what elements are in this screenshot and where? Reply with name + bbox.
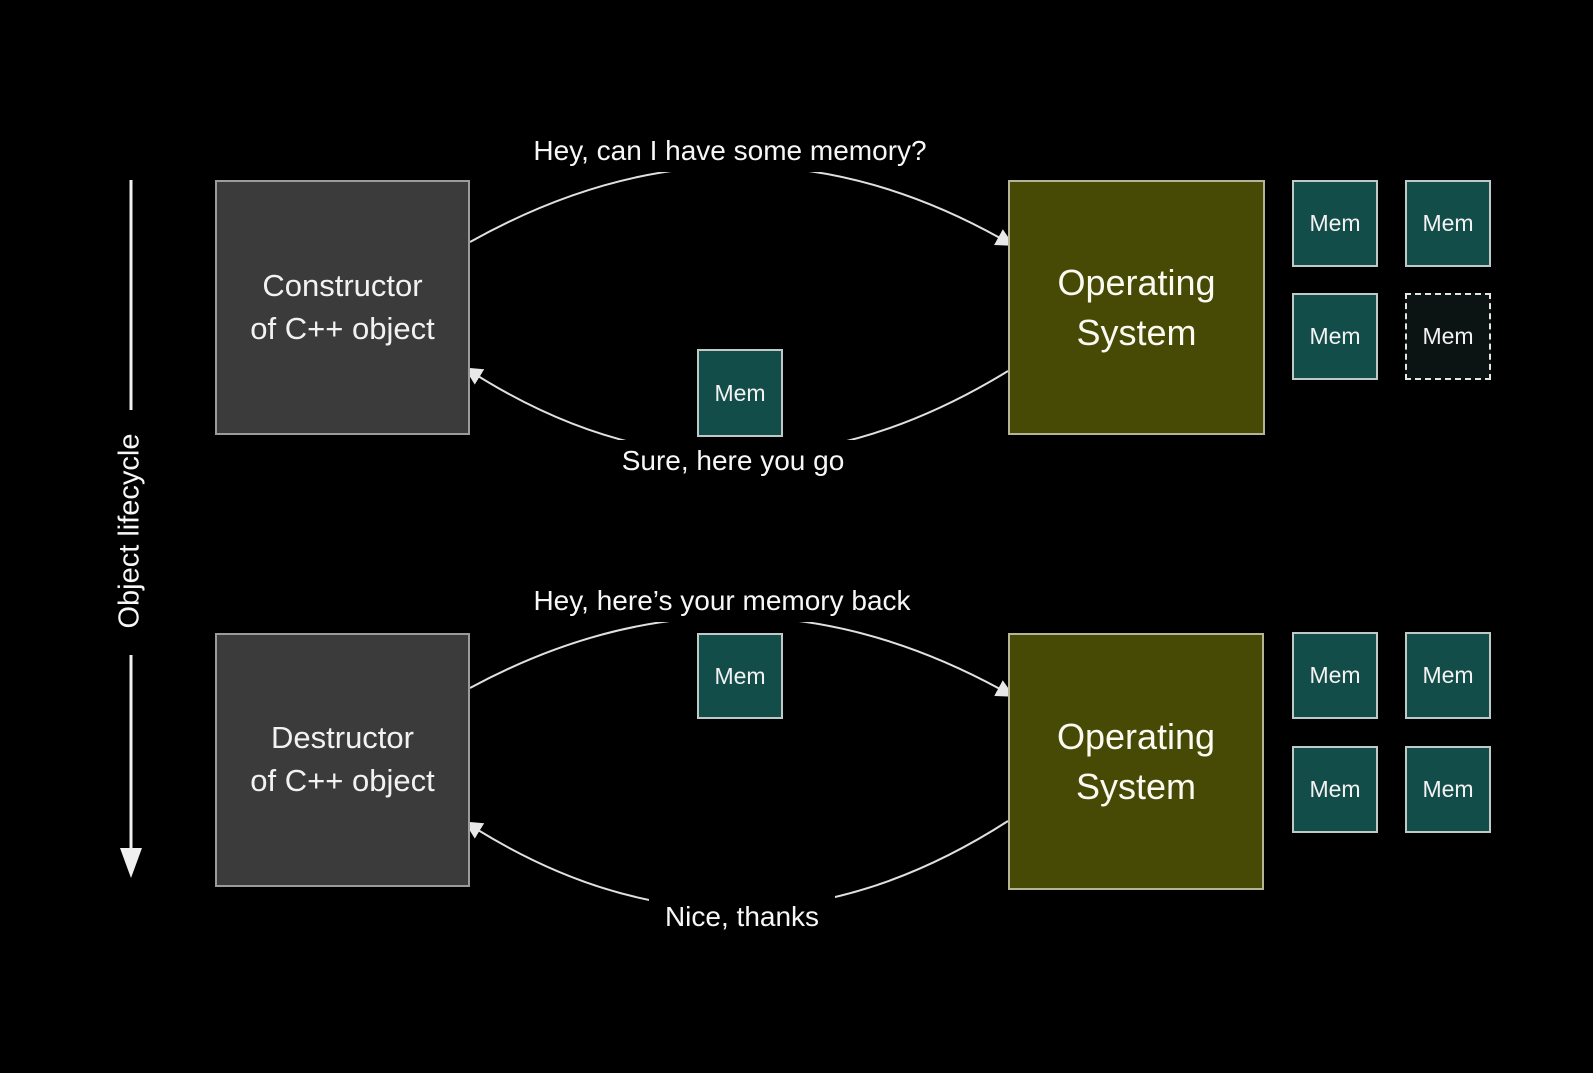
mem-box-in-transit-top: Mem [697, 349, 783, 437]
mem-grid-bottom-cell-4: Mem [1405, 746, 1491, 833]
destructor-box-label-line1: Destructor [271, 720, 414, 756]
mem-grid-bottom-cell-3: Mem [1292, 746, 1378, 833]
destructor-box: Destructor of C++ object [215, 633, 470, 887]
mem-grid-top-cell-3: Mem [1292, 293, 1378, 380]
mem-box-in-transit-bottom: Mem [697, 633, 783, 719]
operating-system-bottom-label-line2: System [1075, 765, 1197, 807]
constructor-box: Constructor of C++ object [215, 180, 470, 435]
lifecycle-axis-arrowhead [120, 848, 142, 878]
response-label-top: Sure, here you go [605, 440, 861, 482]
lifecycle-axis-label: Object lifecycle [113, 433, 146, 629]
constructor-box-label-line1: Constructor [262, 267, 423, 303]
request-label-bottom: Hey, here’s your memory back [517, 580, 927, 622]
operating-system-box-bottom: Operating System [1008, 633, 1264, 890]
operating-system-top-label-line2: System [1076, 311, 1197, 353]
operating-system-box-top: Operating System [1008, 180, 1265, 435]
destructor-box-label-line2: of C++ object [250, 763, 435, 798]
mem-grid-top-cell-4-freed: Mem [1405, 293, 1491, 380]
operating-system-bottom-label-line1: Operating [1056, 715, 1216, 757]
mem-grid-bottom-cell-2: Mem [1405, 632, 1491, 719]
operating-system-top-label-line1: Operating [1057, 261, 1216, 303]
constructor-box-label-line2: of C++ object [250, 310, 435, 346]
response-label-bottom: Nice, thanks [648, 896, 836, 938]
request-arrow-top [469, 165, 1015, 246]
mem-grid-bottom-cell-1: Mem [1292, 632, 1378, 719]
mem-grid-top-cell-2: Mem [1405, 180, 1491, 267]
request-label-top: Hey, can I have some memory? [517, 130, 943, 172]
mem-grid-top-cell-1: Mem [1292, 180, 1378, 267]
